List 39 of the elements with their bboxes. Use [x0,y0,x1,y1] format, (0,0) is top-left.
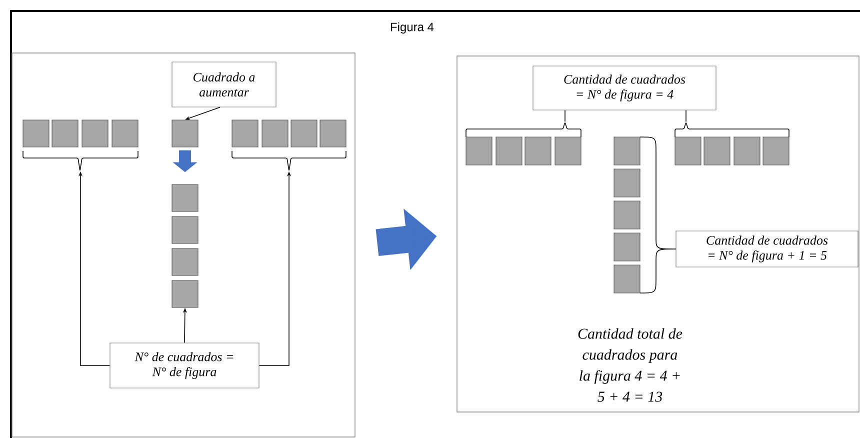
square [734,136,760,166]
square [554,136,582,166]
square [614,264,640,294]
callout-box: Cantidad de cuadrados = N° de figura + 1 = 5 [676,230,858,268]
square [614,168,640,198]
square [172,216,198,244]
square [52,120,78,148]
bracket [22,150,138,171]
callout-box: Cuadrado a aumentar [172,62,276,108]
square [320,120,346,148]
bracket [674,122,790,138]
connector-line [564,110,566,122]
square [172,120,198,148]
bracket [232,150,346,171]
square [172,184,198,212]
square [614,136,640,166]
title: Figura 4 [390,22,434,34]
total-text: Cantidad total de cuadrados para la figura 4 = 4 + 5 + 4 = 13 [578,328,682,402]
square [614,232,640,262]
panel [456,56,860,412]
square [172,280,198,308]
square [22,120,50,148]
square [232,120,258,148]
square [704,136,730,166]
square [496,136,522,166]
square [290,120,318,148]
square [524,136,552,166]
callout-box: N° de cuadrados = N° de figura [110,342,260,388]
square [112,120,138,148]
square [674,136,702,166]
callout-box: Cantidad de cuadrados = N° de figura = 4 [532,66,716,110]
square [82,120,108,148]
bracket [466,122,582,138]
square [466,136,492,166]
square [762,136,790,166]
square [172,248,198,276]
square [614,200,640,230]
panel [12,52,356,438]
square [262,120,288,148]
